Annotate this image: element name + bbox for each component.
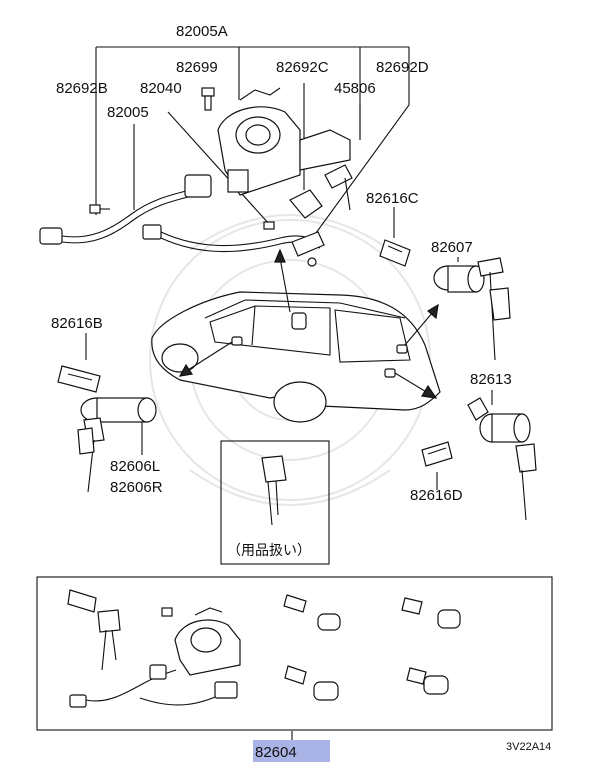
switch-82692c bbox=[289, 189, 325, 267]
part-number-highlight bbox=[253, 740, 330, 762]
label-82005[interactable]: 82005 bbox=[107, 104, 149, 121]
bolt-82692b-icon bbox=[89, 204, 110, 214]
figure-code: 3V22A14 bbox=[506, 741, 551, 753]
leader-lines bbox=[85, 46, 493, 740]
wire-harness-82005 bbox=[39, 174, 212, 245]
accessory-note: （用品扱い） bbox=[227, 543, 311, 559]
label-82613[interactable]: 82613 bbox=[470, 371, 512, 388]
kit-box-82604 bbox=[36, 576, 553, 731]
label-82606l[interactable]: 82606L bbox=[110, 458, 160, 475]
label-82607[interactable]: 82607 bbox=[431, 239, 473, 256]
label-82616c[interactable]: 82616C bbox=[366, 190, 419, 207]
label-82040[interactable]: 82040 bbox=[140, 80, 182, 97]
label-82616b[interactable]: 82616B bbox=[51, 315, 103, 332]
door-lock-82606 bbox=[77, 397, 157, 493]
accessory-key-box bbox=[220, 440, 330, 565]
lock-cylinder-82613 bbox=[467, 397, 537, 521]
label-82692b[interactable]: 82692B bbox=[56, 80, 108, 97]
label-82616d[interactable]: 82616D bbox=[410, 487, 463, 504]
label-82699[interactable]: 82699 bbox=[176, 59, 218, 76]
label-82604[interactable]: 82604 bbox=[255, 744, 297, 761]
label-82005a[interactable]: 82005A bbox=[176, 23, 228, 40]
clip-82616c-icon bbox=[379, 239, 411, 267]
clip-82616d-icon bbox=[421, 441, 453, 467]
label-82692c[interactable]: 82692C bbox=[276, 59, 329, 76]
label-45806[interactable]: 45806 bbox=[334, 80, 376, 97]
bolt-icon bbox=[263, 221, 275, 230]
screw-82699-icon bbox=[201, 87, 215, 111]
wire-harness-82040 bbox=[142, 224, 321, 253]
label-82606r[interactable]: 82606R bbox=[110, 479, 163, 496]
ignition-key-small-icon bbox=[324, 164, 353, 211]
lock-cylinder-82607 bbox=[433, 257, 511, 361]
arrows bbox=[178, 248, 439, 399]
car-outline bbox=[151, 291, 441, 423]
ignition-lock-housing bbox=[217, 87, 351, 196]
clip-82616b-icon bbox=[57, 365, 101, 393]
label-82692d[interactable]: 82692D bbox=[376, 59, 429, 76]
